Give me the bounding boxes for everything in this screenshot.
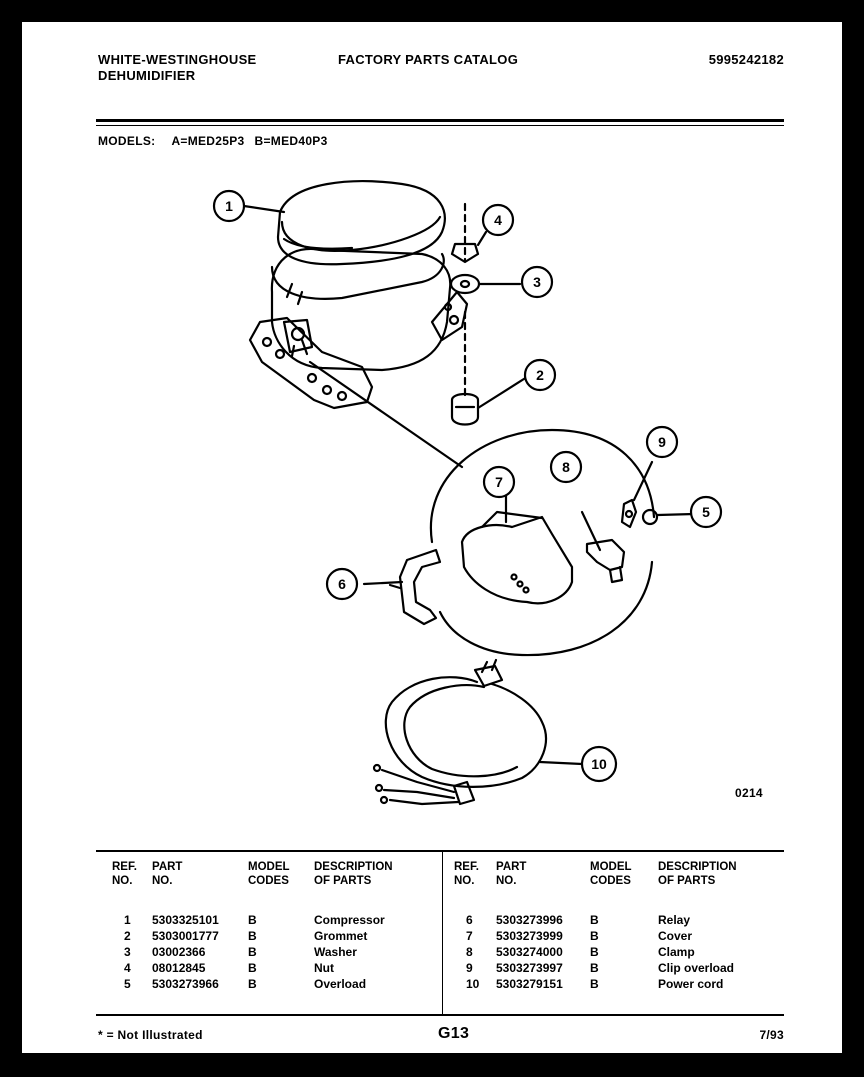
- compressor-body: [270, 180, 452, 372]
- description: Nut: [314, 961, 334, 975]
- callout-4: 4: [494, 212, 502, 228]
- header-ref: REF.NO.: [112, 861, 137, 887]
- description: Washer: [314, 945, 357, 959]
- callout-5: 5: [702, 504, 710, 520]
- model-code: B: [248, 929, 257, 943]
- part-no: 5303325101: [152, 913, 219, 927]
- revision-date: 7/93: [759, 1028, 784, 1042]
- callout-2: 2: [536, 367, 544, 383]
- relay-cover: [460, 510, 574, 605]
- footnote: * = Not Illustrated: [98, 1028, 203, 1042]
- table-row: 6 5303273996 B Relay: [454, 912, 774, 928]
- table-row: 5 5303273966 B Overload: [112, 976, 432, 992]
- zoom-leader-line: [308, 360, 464, 469]
- part-no: 03002366: [152, 945, 206, 959]
- page-number: G13: [438, 1025, 470, 1042]
- callout-6: 6: [338, 576, 346, 592]
- part-no: 5303273996: [496, 913, 563, 927]
- part-no: 08012845: [152, 961, 206, 975]
- part-no: 5303273966: [152, 977, 219, 991]
- part-no: 5303273997: [496, 961, 563, 975]
- model-code: B: [590, 945, 599, 959]
- callout-7: 7: [495, 474, 503, 490]
- callout-1: 1: [225, 198, 233, 214]
- model-code: B: [248, 977, 257, 991]
- mounting-stack: [449, 202, 481, 426]
- table-center-divider: [442, 852, 443, 1014]
- callout-10: 10: [591, 756, 607, 772]
- description: Overload: [314, 977, 367, 991]
- table-row: 4 08012845 B Nut: [112, 960, 432, 976]
- relay: [580, 510, 626, 584]
- ref-no: 9: [466, 961, 473, 975]
- ref-no: 2: [124, 929, 131, 943]
- table-row: 7 5303273999 B Cover: [454, 928, 774, 944]
- callout-3: 3: [533, 274, 541, 290]
- exploded-parts-diagram: 1 2 3 4 5 6 7 8 9 10: [212, 180, 723, 806]
- model-code: B: [248, 913, 257, 927]
- model-code: B: [590, 961, 599, 975]
- table-row: 8 5303274000 B Clamp: [454, 944, 774, 960]
- ref-no: 6: [466, 913, 473, 927]
- model-code: B: [248, 961, 257, 975]
- table-row: 2 5303001777 B Grommet: [112, 928, 432, 944]
- callout-8: 8: [562, 459, 570, 475]
- model-code: B: [590, 929, 599, 943]
- models-label: MODELS:: [98, 134, 156, 148]
- clamp: [388, 548, 442, 626]
- description: Grommet: [314, 929, 368, 943]
- ref-no: 5: [124, 977, 131, 991]
- catalog-page: WHITE-WESTINGHOUSE DEHUMIDIFIER FACTORY …: [22, 22, 842, 1053]
- description: Cover: [658, 929, 693, 943]
- catalog-number: 5995242182: [708, 52, 784, 67]
- catalog-title: FACTORY PARTS CATALOG: [338, 52, 519, 67]
- description: Power cord: [658, 977, 724, 991]
- table-row: 9 5303273997 B Clip overload: [454, 960, 774, 976]
- part-no: 5303274000: [496, 945, 563, 959]
- compressor-base-plate: [248, 290, 469, 410]
- ref-no: 10: [466, 977, 480, 991]
- description: Compressor: [314, 913, 385, 927]
- header-ref: REF.NO.: [454, 861, 479, 887]
- ref-no: 1: [124, 913, 131, 927]
- part-no: 5303001777: [152, 929, 219, 943]
- ref-no: 8: [466, 945, 473, 959]
- ref-no: 7: [466, 929, 473, 943]
- brand-line-2: DEHUMIDIFIER: [98, 68, 196, 83]
- model-a: A=MED25P3: [171, 134, 245, 148]
- ref-no: 4: [124, 961, 131, 975]
- table-bottom-rule: [96, 1014, 784, 1016]
- ref-no: 3: [124, 945, 131, 959]
- brand-line-1: WHITE-WESTINGHOUSE: [98, 52, 257, 67]
- table-row: 10 5303279151 B Power cord: [454, 976, 774, 992]
- model-code: B: [590, 913, 599, 927]
- diagram-code: 0214: [735, 786, 763, 800]
- zoom-circle: [429, 428, 656, 657]
- table-row: 3 03002366 B Washer: [112, 944, 432, 960]
- description: Clip overload: [658, 961, 735, 975]
- header-rule-thin: [96, 125, 784, 126]
- table-top-rule: [96, 850, 784, 852]
- callout-9: 9: [658, 434, 666, 450]
- power-cord: [372, 658, 584, 806]
- model-code: B: [590, 977, 599, 991]
- table-row: 1 5303325101 B Compressor: [112, 912, 432, 928]
- description: Relay: [658, 913, 691, 927]
- part-no: 5303279151: [496, 977, 563, 991]
- model-code: B: [248, 945, 257, 959]
- models-line: MODELS: A=MED25P3 B=MED40P3: [98, 134, 328, 148]
- header-rule-thick: [96, 119, 784, 122]
- overload-parts: [620, 460, 696, 529]
- model-b: B=MED40P3: [254, 134, 328, 148]
- description: Clamp: [658, 945, 695, 959]
- part-no: 5303273999: [496, 929, 563, 943]
